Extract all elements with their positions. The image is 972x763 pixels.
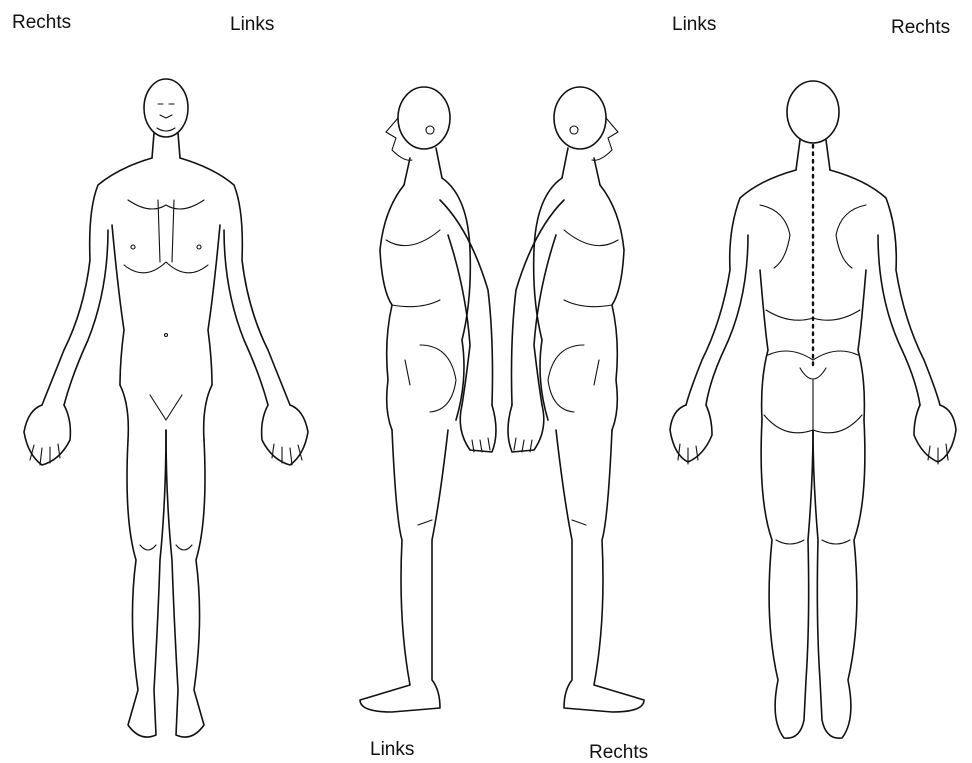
front-view-figure (24, 79, 308, 737)
side-view-left-figure (360, 87, 496, 712)
side-view-right-figure (508, 87, 644, 712)
back-view-figure (670, 81, 956, 738)
